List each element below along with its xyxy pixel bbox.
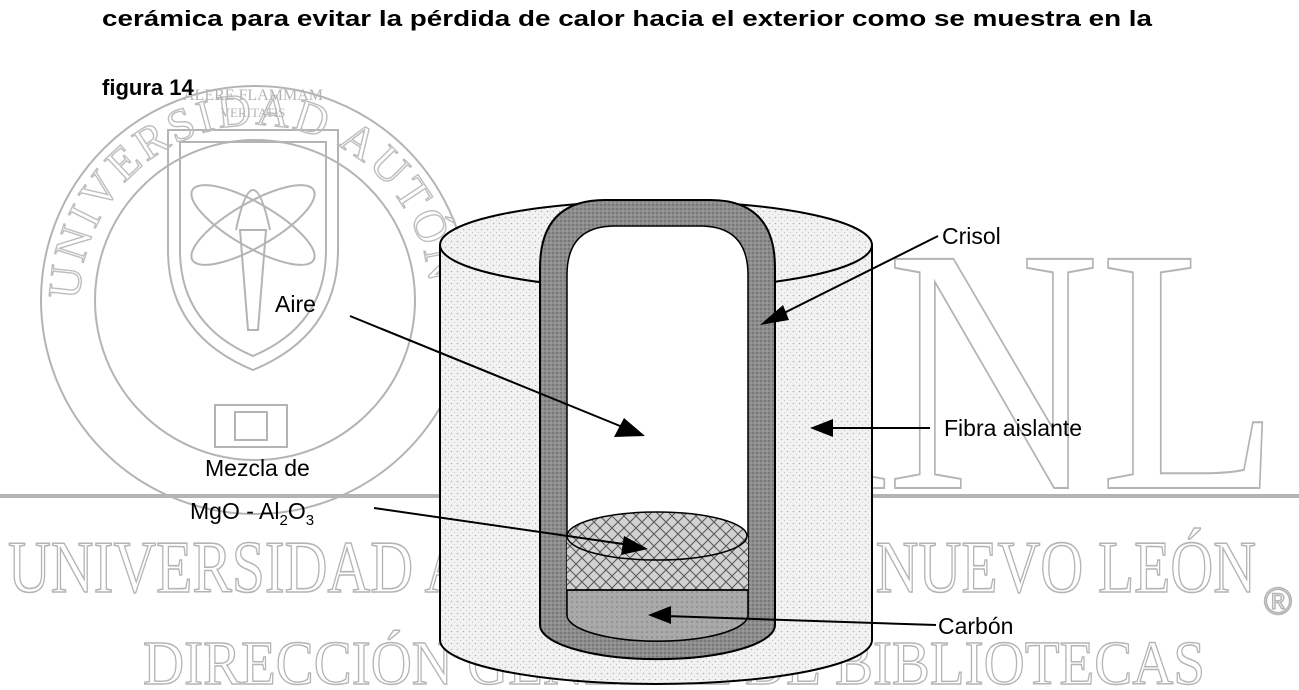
- label-aire: Aire: [275, 291, 316, 317]
- arrow-carbon: [648, 606, 937, 626]
- seal-ring-text: UNIVERSIDAD AUTÓNOMA DE NUEVO LEÓN: [0, 0, 471, 301]
- arrow-mezcla: [373, 507, 648, 555]
- watermark-registered: ®: [1264, 581, 1292, 623]
- label-mezcla-formula: MgO - Al2O3: [190, 498, 314, 529]
- seal-motto-2: VERITATIS: [221, 105, 286, 120]
- label-fibra-aislante: Fibra aislante: [944, 415, 1082, 441]
- label-crisol: Crisol: [942, 223, 1001, 249]
- paragraph-line-2: figura 14: [102, 75, 194, 100]
- arrow-crisol: [760, 235, 939, 325]
- mgo-al2o3-top: [566, 511, 748, 561]
- university-seal: [40, 85, 470, 515]
- seal-motto-1: ALERE FLAMMAM: [183, 87, 323, 104]
- furnace-diagram: Crisol Aire Fibra aislante Mezcla de MgO…: [190, 199, 1082, 685]
- label-mezcla-line1: Mezcla de: [205, 455, 310, 481]
- label-carbon: Carbón: [938, 613, 1013, 639]
- arrow-aire: [349, 315, 645, 437]
- paragraph-line-1: cerámica para evitar la pérdida de calor…: [102, 6, 1153, 31]
- arrow-fibra: [810, 419, 930, 437]
